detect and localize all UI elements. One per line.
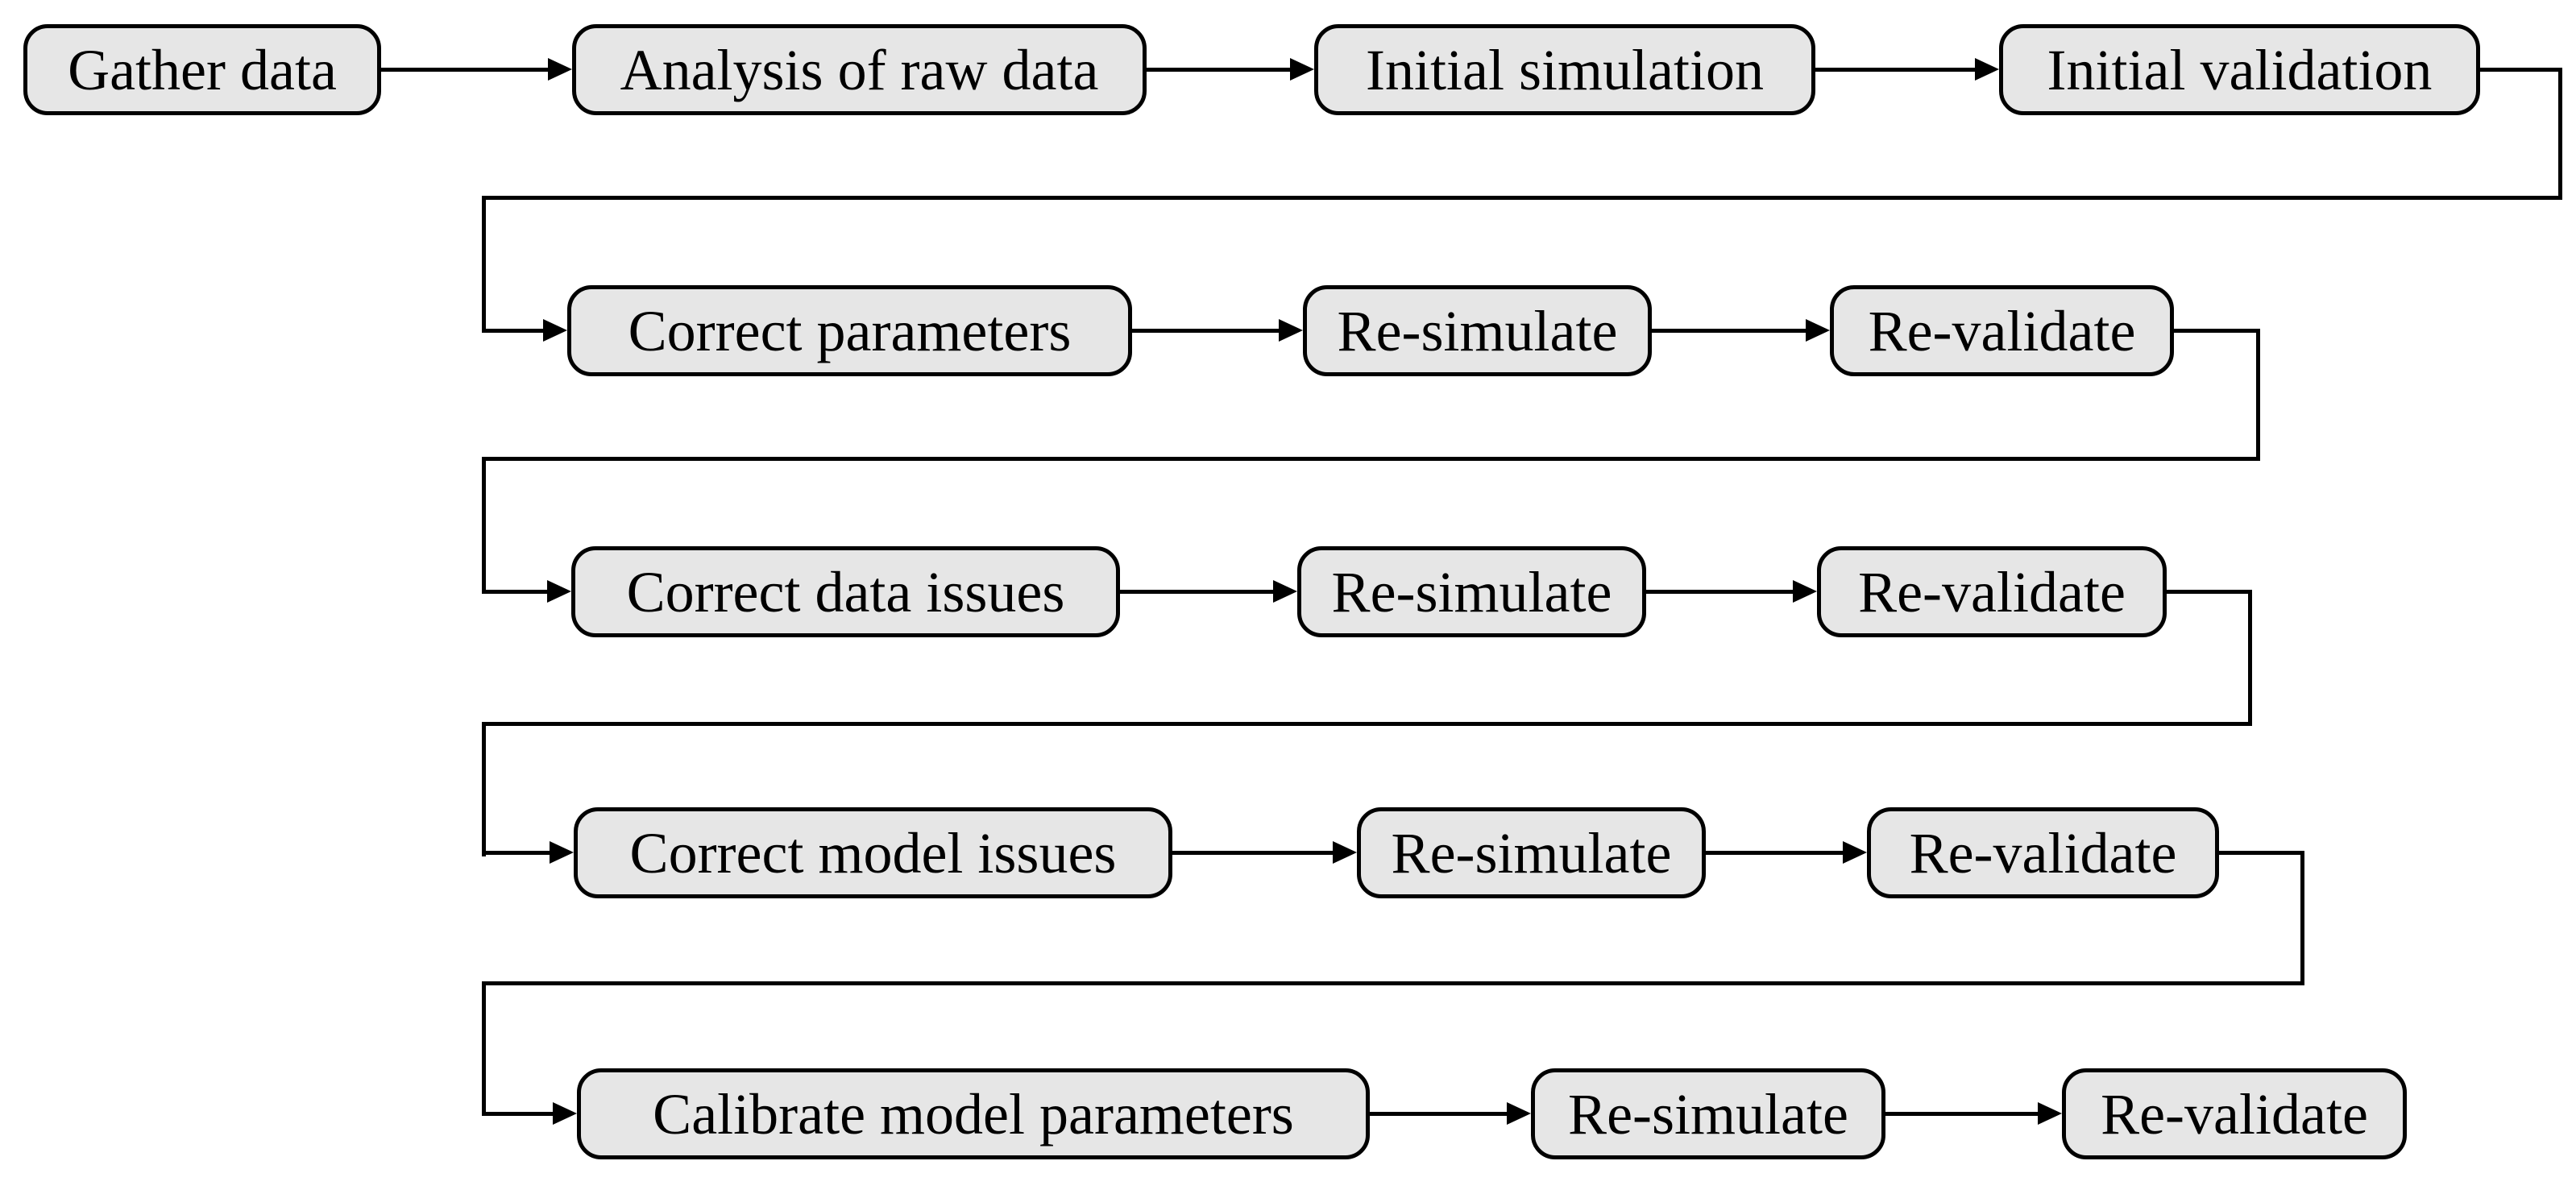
wrap2-return-line bbox=[482, 457, 2260, 461]
node-resimulate-row2: Re-simulate bbox=[1303, 285, 1652, 376]
edge-calibrate-to-resim5-arrowhead bbox=[1507, 1102, 1531, 1125]
wrap3-left-drop-line bbox=[482, 722, 486, 856]
wrap4-entry-line bbox=[482, 1112, 554, 1116]
wrap1-left-drop-line bbox=[482, 196, 486, 333]
node-gather-data: Gather data bbox=[23, 24, 381, 115]
node-resimulate-row4: Re-simulate bbox=[1357, 807, 1706, 898]
wrap2-entry-arrowhead bbox=[547, 580, 571, 603]
edge-resim2-to-reval2-arrowhead bbox=[1806, 319, 1830, 342]
edge-analysis-to-initialsim-arrowhead bbox=[1290, 58, 1314, 81]
edge-resim4-to-reval4-arrowhead bbox=[1843, 841, 1867, 864]
wrap1-right-drop-line bbox=[2558, 68, 2562, 200]
wrap2-right-drop-line bbox=[2256, 329, 2260, 461]
edge-correctdata-to-resim3-line bbox=[1120, 590, 1276, 594]
edge-gather-to-analysis-arrowhead bbox=[548, 58, 572, 81]
wrap3-entry-line bbox=[482, 851, 551, 855]
wrap1-exit-line bbox=[2480, 68, 2562, 72]
wrap2-left-drop-line bbox=[482, 457, 486, 594]
edge-correctparams-to-resim2-arrowhead bbox=[1279, 319, 1303, 342]
wrap4-right-drop-line bbox=[2300, 851, 2304, 985]
edge-gather-to-analysis-line bbox=[381, 68, 551, 72]
node-correct-model-issues: Correct model issues bbox=[574, 807, 1172, 898]
wrap4-left-drop-line bbox=[482, 981, 486, 1116]
edge-correctdata-to-resim3-arrowhead bbox=[1273, 580, 1297, 603]
wrap2-exit-line bbox=[2174, 329, 2260, 333]
wrap4-return-line bbox=[482, 981, 2304, 985]
wrap3-entry-arrowhead bbox=[550, 841, 574, 864]
node-revalidate-row2: Re-validate bbox=[1830, 285, 2174, 376]
wrap2-entry-line bbox=[482, 590, 549, 594]
wrap1-entry-line bbox=[482, 329, 545, 333]
edge-initialsim-to-initialval-line bbox=[1815, 68, 1978, 72]
edge-calibrate-to-resim5-line bbox=[1370, 1112, 1510, 1116]
node-initial-validation: Initial validation bbox=[1999, 24, 2480, 115]
node-correct-parameters: Correct parameters bbox=[567, 285, 1132, 376]
wrap3-exit-line bbox=[2167, 590, 2252, 594]
wrap3-right-drop-line bbox=[2248, 590, 2252, 726]
node-resimulate-row5: Re-simulate bbox=[1531, 1068, 1885, 1159]
node-correct-data-issues: Correct data issues bbox=[571, 546, 1120, 637]
edge-correctmodel-to-resim4-arrowhead bbox=[1333, 841, 1357, 864]
wrap1-return-line bbox=[482, 196, 2562, 200]
wrap3-return-line bbox=[482, 722, 2252, 726]
wrap4-entry-arrowhead bbox=[553, 1102, 577, 1125]
node-revalidate-row3: Re-validate bbox=[1817, 546, 2167, 637]
node-resimulate-row3: Re-simulate bbox=[1297, 546, 1646, 637]
edge-resim5-to-reval5-line bbox=[1885, 1112, 2041, 1116]
edge-initialsim-to-initialval-arrowhead bbox=[1975, 58, 1999, 81]
node-revalidate-row4: Re-validate bbox=[1867, 807, 2219, 898]
node-revalidate-row5: Re-validate bbox=[2062, 1068, 2407, 1159]
edge-resim3-to-reval3-arrowhead bbox=[1793, 580, 1817, 603]
edge-analysis-to-initialsim-line bbox=[1147, 68, 1293, 72]
edge-correctparams-to-resim2-line bbox=[1132, 329, 1282, 333]
wrap1-entry-arrowhead bbox=[543, 319, 567, 342]
node-initial-simulation: Initial simulation bbox=[1314, 24, 1815, 115]
edge-resim4-to-reval4-line bbox=[1706, 851, 1846, 855]
edge-resim3-to-reval3-line bbox=[1646, 590, 1796, 594]
edge-correctmodel-to-resim4-line bbox=[1172, 851, 1336, 855]
edge-resim2-to-reval2-line bbox=[1652, 329, 1809, 333]
wrap4-exit-line bbox=[2219, 851, 2304, 855]
node-calibrate-model-parameters: Calibrate model parameters bbox=[577, 1068, 1370, 1159]
node-analysis-raw-data: Analysis of raw data bbox=[572, 24, 1147, 115]
edge-resim5-to-reval5-arrowhead bbox=[2038, 1102, 2062, 1125]
